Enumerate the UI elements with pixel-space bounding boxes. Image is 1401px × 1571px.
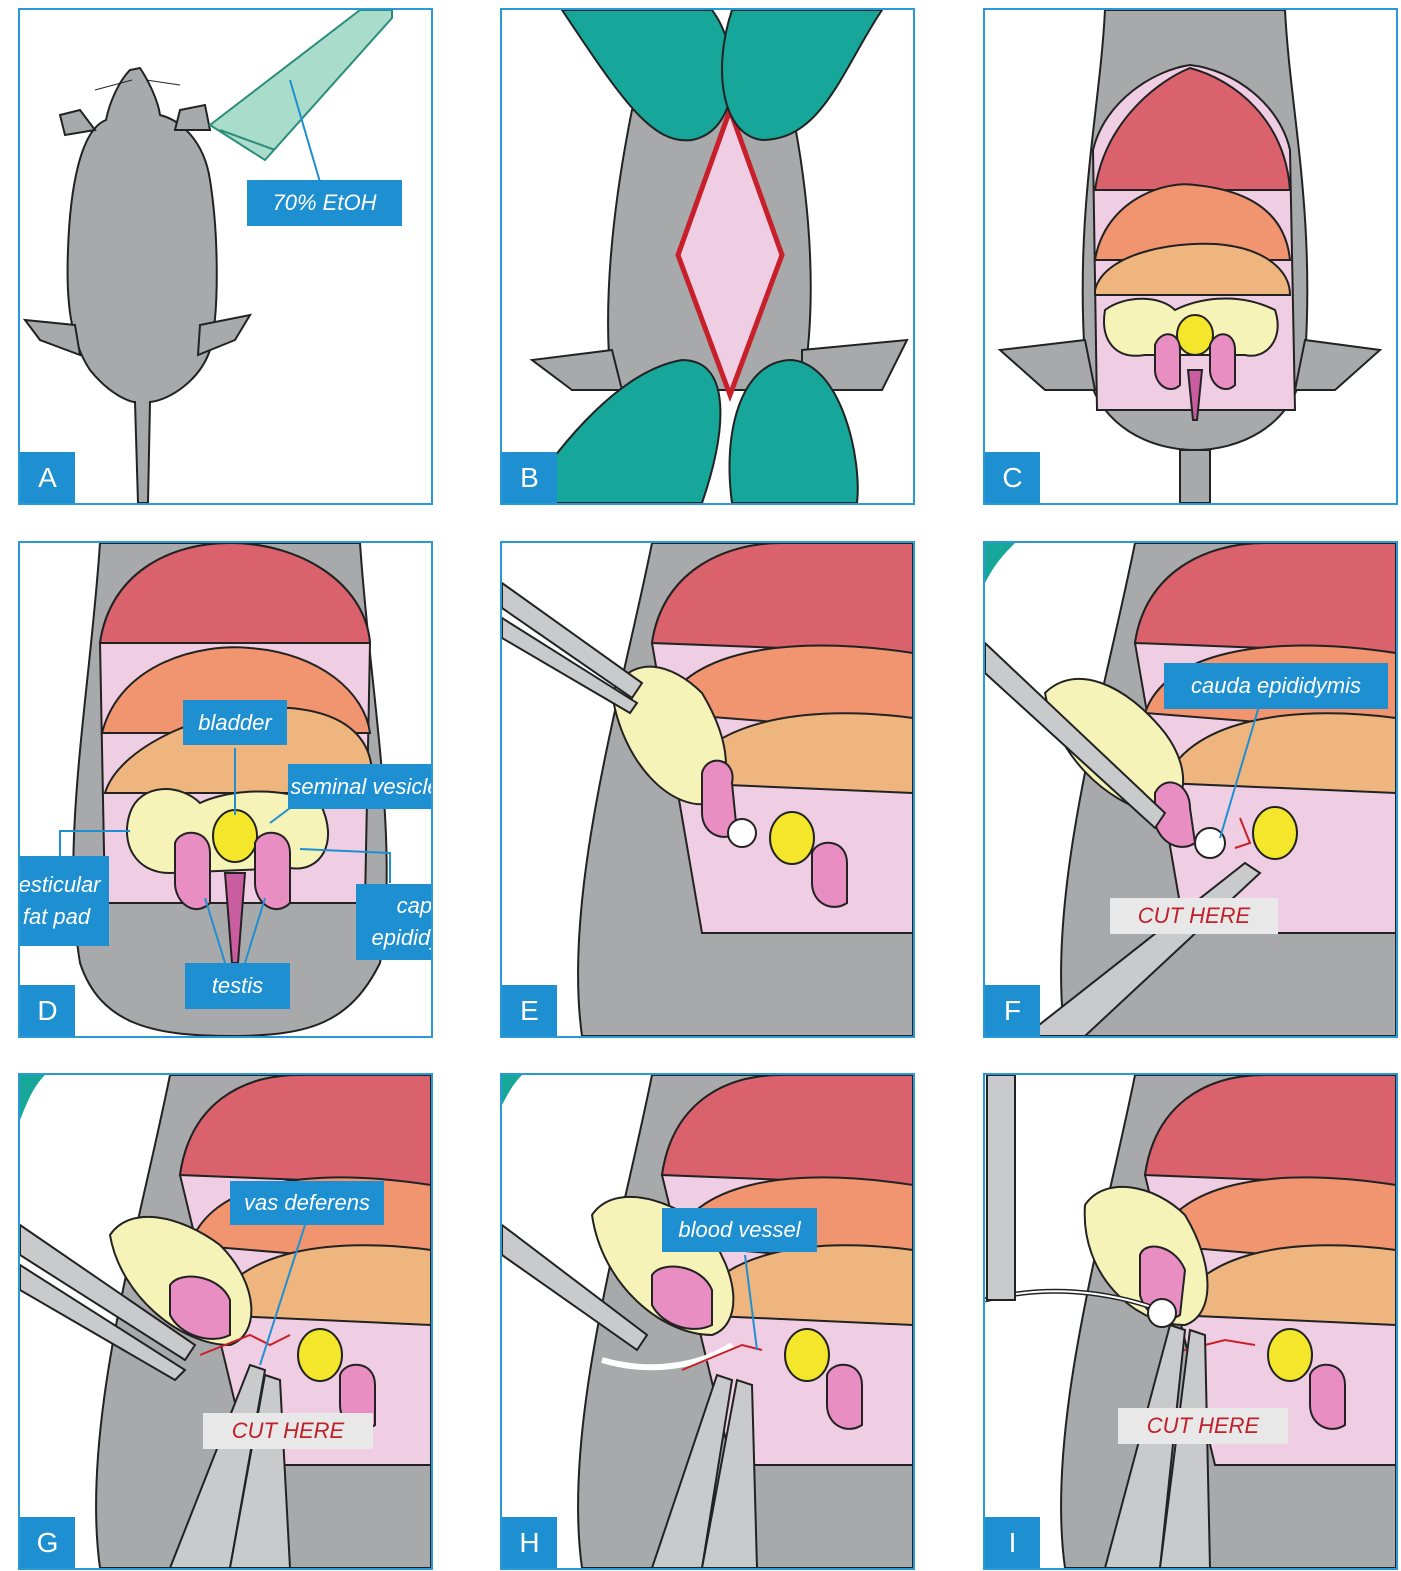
seminal-vesicle-callout: seminal vesicle xyxy=(288,764,433,809)
incision-illustration xyxy=(502,10,913,503)
panel-f: cauda epididymis CUT HERE F xyxy=(983,541,1398,1038)
panel-g: vas deferens CUT HERE G xyxy=(18,1073,433,1570)
panel-label-e: E xyxy=(502,985,557,1036)
panel-label-b: B xyxy=(502,452,557,503)
cut-here-label: CUT HERE xyxy=(203,1413,373,1449)
testis-callout: testis xyxy=(185,963,290,1009)
panel-label-h: H xyxy=(502,1517,557,1568)
ethanol-callout: 70% EtOH xyxy=(247,180,402,226)
opened-abdomen-illustration xyxy=(985,10,1396,503)
cut-here-label: CUT HERE xyxy=(1118,1408,1288,1444)
cauda-epididymis-callout: cauda epididymis xyxy=(1164,663,1388,709)
panel-label-d: D xyxy=(20,985,75,1036)
cut-vas-deferens-illustration xyxy=(20,1075,431,1568)
blood-vessel-callout: blood vessel xyxy=(662,1208,817,1252)
mouse-spray-illustration xyxy=(20,10,431,503)
panel-a: 70% EtOH A xyxy=(18,8,433,505)
blood-vessel-illustration xyxy=(502,1075,913,1568)
caput-epididymis-callout: caput epididymis xyxy=(356,884,433,960)
panel-label-i: I xyxy=(985,1517,1040,1568)
panel-label-f: F xyxy=(985,985,1040,1036)
panel-label-g: G xyxy=(20,1517,75,1568)
final-cut-illustration xyxy=(985,1075,1396,1568)
panel-i: CUT HERE I xyxy=(983,1073,1398,1570)
forceps-lift-illustration xyxy=(502,543,913,1036)
cut-cauda-illustration xyxy=(985,543,1396,1036)
panel-e: E xyxy=(500,541,915,1038)
panel-b: B xyxy=(500,8,915,505)
panel-label-a: A xyxy=(20,452,75,503)
cut-here-label: CUT HERE xyxy=(1110,898,1278,934)
panel-h: blood vessel H xyxy=(500,1073,915,1570)
panel-c: C xyxy=(983,8,1398,505)
bladder-callout: bladder xyxy=(183,700,287,745)
panel-d: bladder seminal vesicle testicular fat p… xyxy=(18,541,433,1038)
vas-deferens-callout: vas deferens xyxy=(230,1181,384,1225)
panel-label-c: C xyxy=(985,452,1040,503)
testicular-fat-pad-callout: testicular fat pad xyxy=(18,856,109,946)
